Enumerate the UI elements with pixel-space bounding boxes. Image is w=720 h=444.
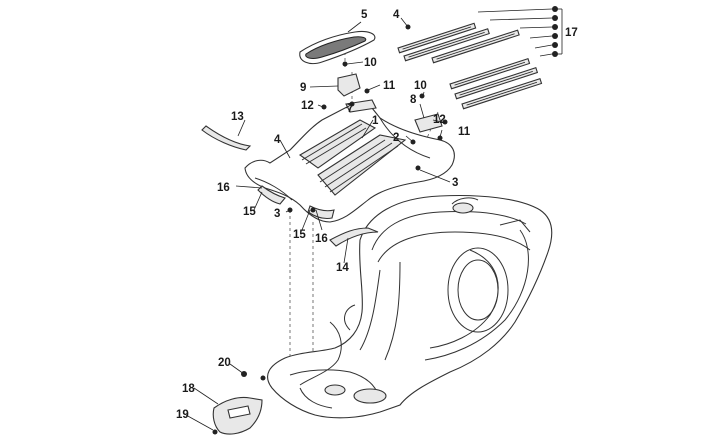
callout-label-13: 13 [231, 111, 244, 123]
callout-label-7: 7 [347, 103, 353, 115]
callout-label-4: 4 [393, 9, 400, 21]
side-trim-strip-left [201, 125, 252, 151]
callout-label-1: 1 [372, 115, 379, 127]
callout-label-15: 15 [243, 206, 256, 218]
callout-label-12: 12 [301, 100, 314, 112]
callout-labels: 5 4 17 10 9 11 10 8 12 7 13 1 12 4 2 11 … [176, 9, 578, 421]
callout-label-12: 12 [433, 114, 446, 126]
callout-label-2: 2 [393, 132, 399, 144]
callout-label-20: 20 [218, 357, 231, 369]
strip-fastener-dots [477, 6, 563, 57]
callout-label-5: 5 [361, 9, 368, 21]
callout-label-16: 16 [315, 233, 328, 245]
scooter-body-frame [267, 194, 553, 419]
callout-label-4: 4 [274, 134, 281, 146]
leader-lines [185, 17, 451, 431]
callout-label-11: 11 [458, 126, 471, 138]
callout-label-11: 11 [383, 80, 396, 92]
callout-label-3: 3 [274, 208, 280, 220]
callout-label-9: 9 [300, 82, 306, 94]
callout-label-18: 18 [182, 383, 195, 395]
mounting-bracket [337, 73, 361, 97]
top-cover-panel [299, 30, 376, 65]
small-cover-plate [414, 113, 443, 133]
callout-label-17: 17 [565, 27, 578, 39]
callout-label-19: 19 [176, 409, 189, 421]
callout-label-10: 10 [364, 57, 377, 69]
callout-label-16: 16 [217, 182, 230, 194]
rubber-floor-strips [397, 22, 543, 110]
callout-label-14: 14 [336, 262, 349, 274]
side-trim-strip-right [329, 227, 379, 247]
callout-label-15: 15 [293, 229, 306, 241]
callout-label-10: 10 [414, 80, 427, 92]
footboard-panel [244, 104, 455, 223]
callout-label-8: 8 [410, 94, 417, 106]
lower-cover [212, 396, 263, 435]
callout-label-3: 3 [452, 177, 458, 189]
